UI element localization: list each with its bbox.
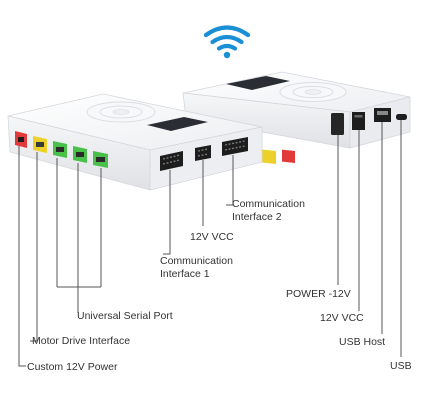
power-12v-jack [331, 113, 344, 135]
port-12v-vcc-left [195, 145, 211, 161]
port-custom-12v-power [15, 131, 27, 148]
label-usb-host: USB Host [339, 336, 386, 348]
leader-lines [18, 120, 402, 367]
port-communication-2 [222, 137, 248, 156]
right-device [182, 71, 411, 165]
label-custom-12v-power: Custom 12V Power [27, 361, 118, 373]
left-device-screen [147, 117, 208, 131]
right-12v-vcc-port [352, 112, 365, 130]
label-12v-vcc-right: 12V VCC [320, 312, 364, 324]
port-communication-1 [160, 151, 183, 171]
port-motor-drive [33, 136, 47, 153]
wifi-icon [203, 25, 251, 59]
label-power-12v: POWER -12V [286, 288, 351, 300]
label-universal-serial-port: Universal Serial Port [77, 310, 173, 322]
port-universal-serial-2 [73, 146, 87, 163]
usb-port [396, 114, 407, 120]
label-motor-drive-interface: Motor Drive Interface [32, 335, 131, 347]
left-device [7, 93, 263, 191]
right-device-screen [226, 76, 290, 90]
label-communication-interface-1: Communication Interface 1 [160, 255, 233, 280]
label-12v-vcc-left: 12V VCC [190, 231, 234, 243]
label-communication-interface-2: Communication Interface 2 [232, 198, 305, 223]
port-universal-serial-3 [93, 151, 108, 168]
port-universal-serial-1 [53, 141, 67, 158]
label-usb: USB [390, 360, 412, 372]
